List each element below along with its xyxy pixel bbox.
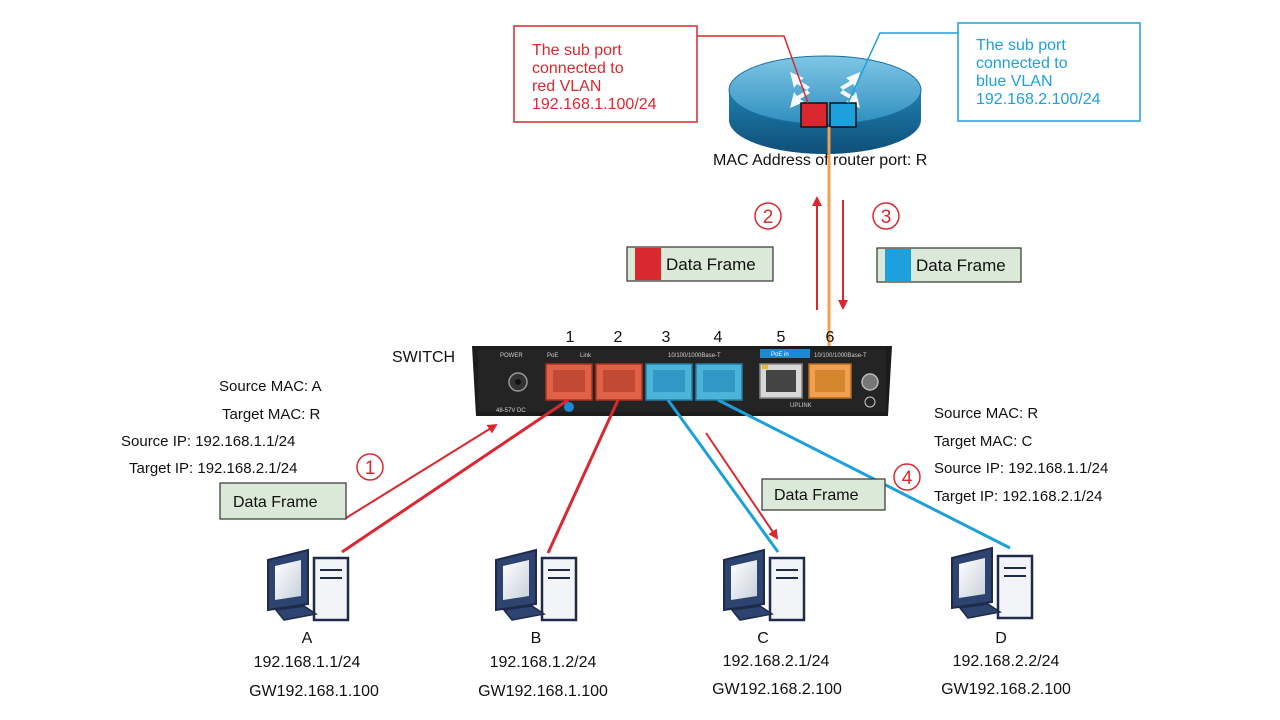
step-3-badge: 3 [872,202,900,230]
pc-d-ip: 192.168.2.2/24 [953,653,1060,670]
switch-port-6 [808,363,852,399]
pc-b-ip: 192.168.1.2/24 [490,654,597,671]
red-callout-line-2: connected to [532,60,624,77]
pc-d-name: D [995,630,1007,647]
pc-a-ip: 192.168.1.1/24 [254,654,361,671]
red-callout-line-1: The sub port [532,42,622,59]
switch-port-1 [545,363,593,412]
frame-4-source-ip: Source IP: 192.168.1.1/24 [934,460,1108,477]
frame-info-step-4: Source MAC: R Target MAC: C Source IP: 1… [934,405,1108,505]
port-number-6: 6 [826,329,835,346]
pc-c-computer-icon [723,548,806,622]
pc-d-computer-icon [951,546,1034,620]
frame-1-target-ip: Target IP: 192.168.2.1/24 [129,460,297,477]
speed-label-b: 10/100/1000Base-T [814,353,867,359]
blue-subport-callout: The sub port connected to blue VLAN 192.… [847,22,1141,122]
step-1-arrow [345,423,498,519]
pc-b [495,548,578,622]
frame-4-target-ip: Target IP: 192.168.2.1/24 [934,488,1102,505]
step-4-number: 4 [902,468,913,489]
port-number-2: 2 [614,329,623,346]
step-2-badge: 2 [754,202,782,230]
link-port3-pc-c [666,399,780,553]
pc-b-computer-icon [495,548,578,622]
blue-subport [829,102,857,128]
red-callout-line-4: 192.168.1.100/24 [532,96,657,113]
pc-c-labels: C 192.168.2.1/24 GW192.168.2.100 [712,630,842,698]
poe-label: PoE [547,353,558,359]
speed-label-a: 10/100/1000Base-T [668,353,721,359]
red-frame-label: Data Frame [666,255,756,274]
red-tagged-frame: Data Frame [626,246,774,282]
blue-frame-label: Data Frame [916,256,1006,275]
blue-callout-line-4: 192.168.2.100/24 [976,91,1101,108]
switch-port-4 [695,363,743,401]
ground-symbol-icon [864,396,876,408]
pc-d-labels: D 192.168.2.2/24 GW192.168.2.100 [941,630,1071,698]
switch-port-3 [645,363,693,401]
pc-c-name: C [757,630,769,647]
frame-1-source-mac: Source MAC: A [219,378,322,395]
pc-b-gateway: GW192.168.1.100 [478,683,608,700]
frame-4-label: Data Frame [774,487,859,504]
ground-screw-icon [861,373,879,391]
frame-4-source-mac: Source MAC: R [934,405,1038,422]
blue-callout-line-2: connected to [976,55,1068,72]
pc-b-labels: B 192.168.1.2/24 GW192.168.1.100 [478,630,608,700]
step-4-badge: 4 [893,463,921,491]
switch-label: SWITCH [392,349,455,366]
pc-a-computer-icon [267,548,350,622]
pc-a-name: A [302,630,313,647]
blue-callout-line-3: blue VLAN [976,73,1053,90]
pc-c-ip: 192.168.2.1/24 [723,653,830,670]
red-callout-line-3: red VLAN [532,78,601,95]
router-mac-label: MAC Address of router port: R [713,152,927,169]
link-port1-pc-a [341,398,569,554]
router [728,55,922,154]
frame-step-1: Data Frame [219,482,347,520]
link-port4-pc-d [717,398,1011,550]
blue-tagged-frame: Data Frame [876,247,1022,283]
frame-step-4: Data Frame [761,478,886,511]
port-number-4: 4 [714,329,723,346]
link-port2-pc-b [546,399,620,554]
pc-c [723,548,806,622]
pc-b-name: B [531,630,542,647]
pc-d [951,546,1034,620]
poe-in-label: PoE in [771,352,789,358]
step-1-badge: 1 [356,453,384,481]
frame-1-target-mac: Target MAC: R [222,406,321,423]
port-number-5: 5 [777,329,786,346]
frame-1-source-ip: Source IP: 192.168.1.1/24 [121,433,295,450]
red-subport [800,102,828,128]
pc-a-gateway: GW192.168.1.100 [249,683,379,700]
power-spec-label: 48-57V DC [496,408,526,414]
power-label: POWER [500,353,523,359]
frame-info-step-1: Source MAC: A Target MAC: R Source IP: 1… [121,378,322,477]
port-number-labels: 1 2 3 4 5 6 [566,329,835,346]
step-1-number: 1 [365,458,376,479]
frame-4-target-mac: Target MAC: C [934,433,1033,450]
pc-a [267,548,350,622]
step-2-number: 2 [763,207,774,228]
link-label: Link [580,353,592,359]
port-number-1: 1 [566,329,575,346]
pc-c-gateway: GW192.168.2.100 [712,681,842,698]
blue-callout-line-1: The sub port [976,37,1066,54]
step-4-arrow [705,432,779,540]
pc-d-gateway: GW192.168.2.100 [941,681,1071,698]
step-3-number: 3 [881,207,892,228]
port-number-3: 3 [662,329,671,346]
uplink-label: UPLINK [790,403,812,409]
red-subport-callout: The sub port connected to red VLAN 192.1… [513,25,809,123]
switch-port-5 [759,363,803,399]
switch-port-2 [595,363,643,401]
pc-a-labels: A 192.168.1.1/24 GW192.168.1.100 [249,630,379,700]
frame-1-label: Data Frame [233,494,318,511]
